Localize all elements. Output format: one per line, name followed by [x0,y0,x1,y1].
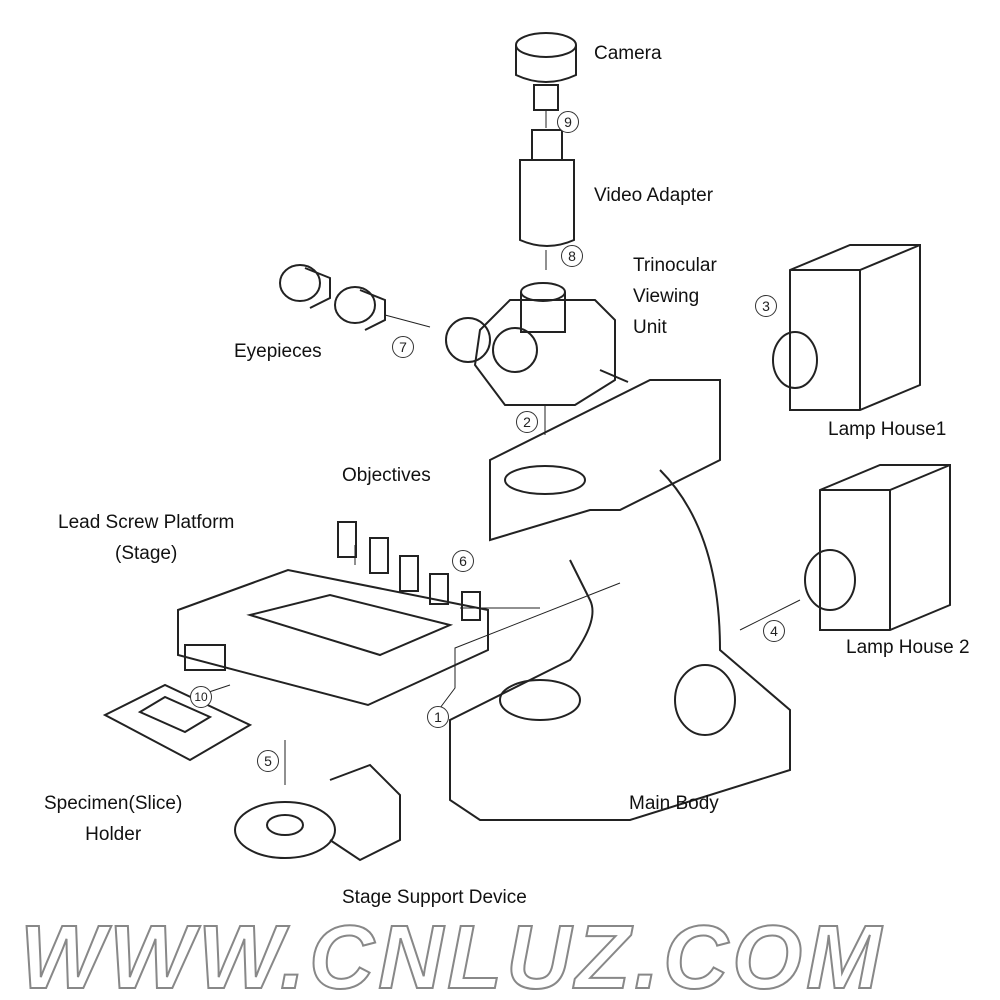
callout-6: 6 [452,550,474,572]
label-lamp-house-2: Lamp House 2 [846,637,970,658]
label-objectives: Objectives [342,465,431,486]
label-line: Specimen(Slice) [44,793,183,814]
label-line: Viewing [633,286,700,307]
watermark: WWW.CNLUZ.COM [19,908,886,1000]
trinocular-part [445,282,629,406]
label-lead-screw-platform: Lead Screw Platform (Stage) [58,507,234,569]
camera-part [515,32,577,111]
callout-10: 10 [190,686,212,708]
callout-9: 9 [557,111,579,133]
main-body-part [449,379,791,821]
label-main-body: Main Body [629,793,719,814]
label-line: Holder [85,824,142,845]
label-lamp-house-1: Lamp House1 [828,419,947,440]
label-stage-support-device: Stage Support Device [342,887,527,908]
specimen-holder-part [102,683,253,762]
label-eyepieces: Eyepieces [234,341,322,362]
callout-4: 4 [763,620,785,642]
callout-3: 3 [755,295,777,317]
label-video-adapter: Video Adapter [594,185,714,206]
callout-1: 1 [427,706,449,728]
lamp-house-1-part [772,244,921,411]
label-specimen-holder: Specimen(Slice) Holder [44,788,182,850]
callout-2: 2 [516,411,538,433]
label-line: Unit [633,317,667,338]
stage-support-part [234,763,401,862]
callout-5: 5 [257,750,279,772]
lamp-house-2-part [804,464,951,631]
callout-7: 7 [392,336,414,358]
stage-part [177,568,489,707]
label-line: (Stage) [115,543,178,564]
callout-8: 8 [561,245,583,267]
video-adapter-part [519,129,575,247]
label-line: Trinocular [633,255,717,276]
label-line: Lead Screw Platform [58,512,235,533]
leader-lines [199,110,801,785]
label-camera: Camera [594,43,662,64]
eyepieces-part [279,264,386,331]
objectives-part [337,521,481,621]
